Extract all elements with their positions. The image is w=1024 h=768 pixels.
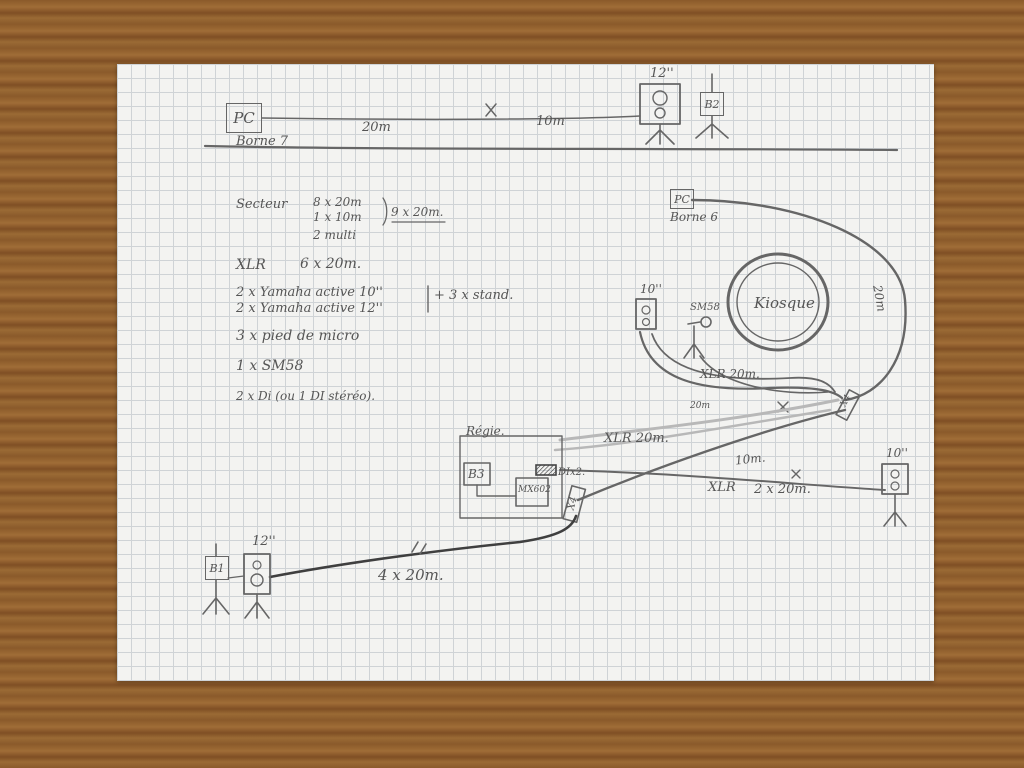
run-break-mark (411, 541, 427, 555)
stage-speaker-10-size: 10'' (640, 282, 662, 296)
right-speaker-cable (559, 469, 886, 491)
inv-secteur-label: Secteur (236, 197, 288, 212)
secteur-brace (382, 197, 388, 226)
top-speaker-woofer (654, 107, 666, 119)
bottom-run-label: 4 x 20m. (378, 566, 444, 584)
right-speaker-cone (890, 469, 900, 479)
top-dist-10m: 10m (536, 114, 565, 129)
paper-sheet (117, 64, 934, 681)
inv-xlr-label: XLR (236, 257, 266, 273)
di-box (535, 464, 557, 476)
borne6-loop-cable (690, 198, 907, 402)
regie-frame (459, 435, 563, 519)
regie-to-stage-cable (576, 408, 847, 502)
top-speaker-cone (652, 90, 668, 106)
top-speaker-size: 12'' (650, 66, 674, 81)
stage-cable-c (699, 355, 829, 394)
inv-xlr-value: 6 x 20m. (300, 256, 362, 272)
regie-di-x2: DIx2. (558, 467, 586, 478)
b1-to-speaker-link (227, 575, 245, 579)
top-pc-label: PC (233, 109, 255, 127)
bottom-left-run-cable (268, 514, 578, 579)
inv-sm58-count: 1 x SM58 (236, 358, 304, 374)
mic-stand-icon (683, 325, 705, 359)
right-xlr-value: 2 x 20m. (754, 482, 811, 497)
inv-secteur-line1: 8 x 20m (313, 195, 362, 209)
right-cable-x-mark (791, 469, 801, 479)
inv-secteur-line2: 1 x 10m (313, 210, 362, 224)
stage-dist-20m-small: 20m (690, 401, 710, 411)
borne6-pc-label: PC (674, 192, 690, 206)
inv-yamaha-10: 2 x Yamaha active 10'' (236, 285, 383, 300)
right-xlr-label: XLR (708, 480, 736, 495)
regie-xlr-20m: XLR 20m. (604, 431, 669, 446)
stage-cable-a (638, 330, 844, 400)
regie-title: Régie. (466, 424, 505, 438)
stage-sm58-label: SM58 (690, 302, 720, 313)
top-cable-pc-link (261, 115, 641, 121)
inv-pied-micro: 3 x pied de micro (236, 328, 360, 344)
bottom-speaker-woofer (250, 573, 264, 587)
sm58-mic-icon (687, 321, 701, 325)
top-dist-20m: 20m (362, 120, 391, 135)
inv-di-note: 2 x Di (ou 1 DI stéréo). (236, 389, 376, 403)
right-speaker-size: 10'' (886, 446, 908, 460)
bottom-speaker-size: 12'' (252, 534, 276, 549)
right-speaker-woofer (890, 481, 900, 491)
x4-right-box (835, 389, 861, 421)
b3-to-mixer-link (476, 484, 517, 497)
b1-stand-icon (202, 543, 230, 615)
kiosque-outer-circle (726, 252, 830, 352)
x4-regie-box (562, 485, 587, 524)
regie-b3-label: B3 (468, 467, 485, 481)
borne6-pc-box: PC (670, 189, 694, 209)
mixer-box (515, 477, 549, 507)
top-b2-stand-icon (695, 73, 729, 139)
regie-to-stage-light-2 (553, 408, 832, 452)
sm58-mic-head (700, 316, 712, 328)
b1-label: B1 (209, 561, 225, 575)
borne6-label: Borne 6 (670, 210, 719, 224)
stage-xlr-20m: XLR 20m. (700, 367, 760, 381)
stage-cable-b (651, 333, 836, 393)
top-pc-box: PC (226, 103, 262, 133)
bottom-speaker-stand-icon (244, 593, 270, 619)
regie-mixer-label: MX602 (518, 485, 551, 495)
stage-speaker-woofer (641, 317, 651, 327)
top-b2-label: B2 (704, 97, 720, 111)
regie-to-stage-light (558, 398, 840, 442)
inv-stand-note: + 3 x stand. (434, 288, 514, 303)
b1-box: B1 (205, 556, 229, 580)
right-speaker-stand-icon (883, 493, 907, 527)
top-cable-line (203, 144, 899, 152)
inv-secteur-total: 9 x 20m. (391, 205, 444, 219)
inv-yamaha-12: 2 x Yamaha active 12'' (236, 301, 383, 316)
stage-speaker-cone (641, 305, 651, 315)
top-b2-box: B2 (700, 92, 724, 116)
top-speaker-stand-icon (645, 123, 675, 145)
kiosque-inner-circle (736, 262, 820, 342)
stage-speaker-10-icon (635, 298, 657, 330)
borne7-label: Borne 7 (236, 134, 289, 149)
top-cable-x-mark (485, 103, 497, 117)
inv-secteur-line3: 2 multi (313, 228, 357, 242)
bottom-speaker-cone (252, 560, 262, 570)
stage-kiosque-label: Kiosque (754, 294, 815, 312)
